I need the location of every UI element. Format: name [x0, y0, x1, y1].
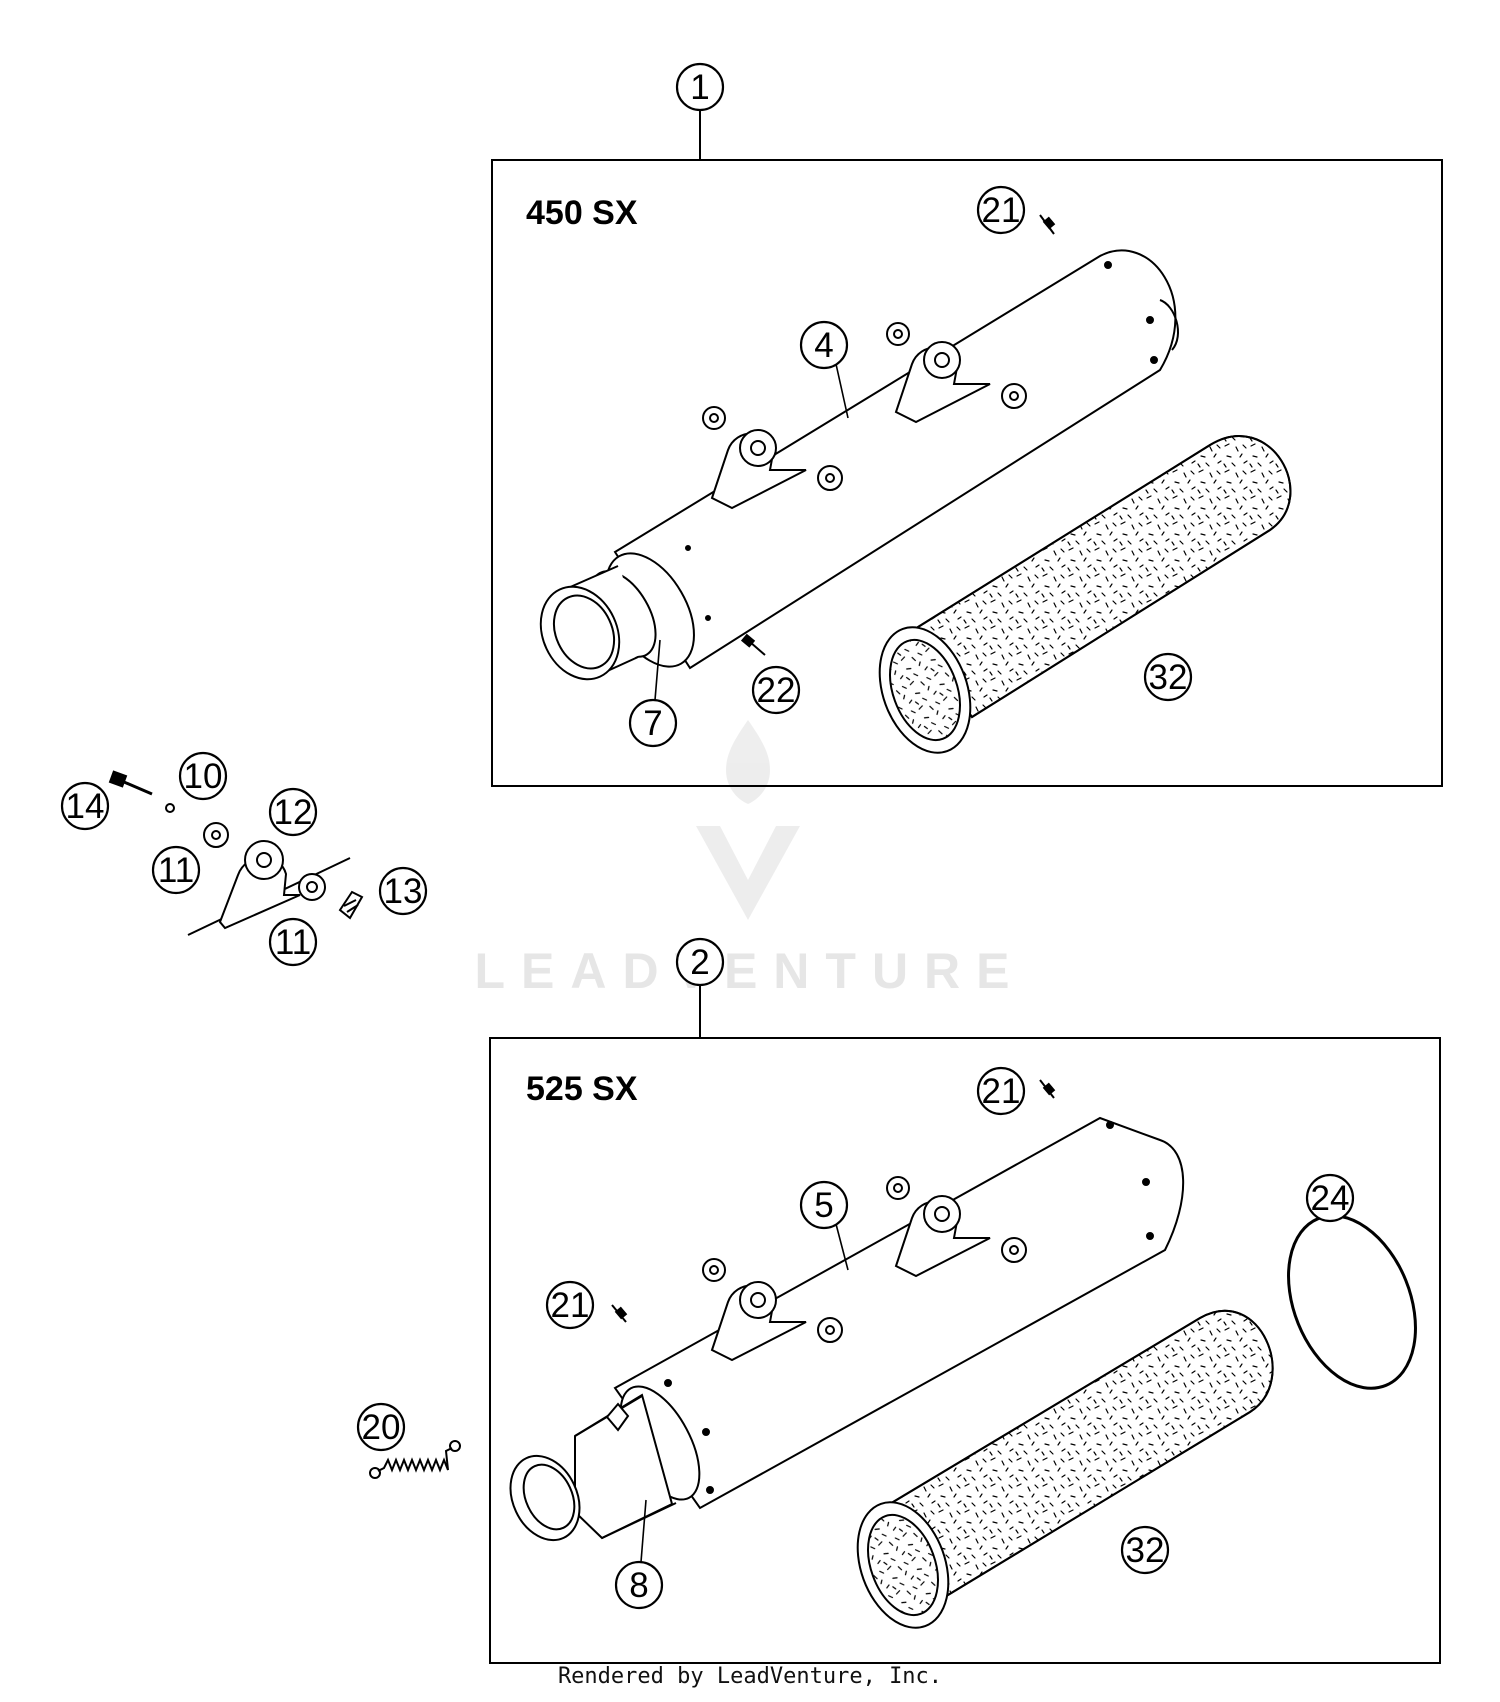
callout-muffler-525sx[interactable]: 5	[799, 1180, 849, 1230]
model-label-525sx: 525 SX	[526, 1070, 638, 1108]
assembly-1: 1 450 SX	[491, 62, 1443, 787]
callout-bolt[interactable]: 14	[60, 781, 110, 831]
packing-insert-525sx[interactable]	[841, 1309, 1274, 1641]
mounting-bracket-front-450sx	[702, 406, 843, 510]
svg-text:32: 32	[1126, 1531, 1165, 1570]
callout-washer-rear[interactable]: 11	[268, 917, 318, 967]
spring-part	[369, 1440, 461, 1479]
svg-text:14: 14	[66, 787, 105, 826]
callout-assembly-2[interactable]: 2	[675, 937, 725, 987]
muffler-body-450sx[interactable]	[526, 249, 1179, 692]
muffler-body-525sx[interactable]	[497, 1116, 1185, 1551]
rivet-bottom-450sx	[740, 633, 766, 656]
svg-text:13: 13	[384, 872, 423, 911]
bolt-part	[108, 770, 153, 796]
svg-text:12: 12	[274, 793, 313, 832]
callout-insert-450sx[interactable]: 32	[1143, 652, 1193, 702]
rivet-side-525sx	[611, 1304, 628, 1323]
svg-text:21: 21	[982, 191, 1021, 230]
callout-rivet-top-450sx[interactable]: 21	[976, 185, 1026, 235]
svg-text:10: 10	[184, 757, 223, 796]
callout-rivet-bottom-450sx[interactable]: 22	[751, 665, 801, 715]
washer-rear-part	[298, 873, 326, 901]
svg-text:2: 2	[690, 943, 709, 982]
svg-text:7: 7	[643, 704, 662, 743]
svg-text:8: 8	[629, 1566, 648, 1605]
callout-clip[interactable]: 13	[378, 866, 428, 916]
assembly-2: 2 525 SX	[356, 937, 1441, 1664]
v-logo-icon	[696, 826, 800, 920]
svg-text:22: 22	[757, 671, 796, 710]
svg-text:11: 11	[275, 923, 311, 962]
callout-assembly-1[interactable]: 1	[675, 62, 725, 112]
callout-rivet-side-525sx[interactable]: 21	[545, 1280, 595, 1330]
callout-insert-525sx[interactable]: 32	[1120, 1525, 1170, 1575]
callout-o-ring[interactable]: 24	[1305, 1173, 1355, 1223]
svg-text:24: 24	[1311, 1179, 1350, 1218]
callout-end-cap-450sx[interactable]: 7	[628, 698, 678, 748]
svg-text:21: 21	[982, 1072, 1021, 1111]
watermark-text: LEADVENTURE	[474, 943, 1025, 999]
o-ring-part[interactable]	[1265, 1197, 1440, 1407]
callout-washer-front[interactable]: 11	[151, 845, 201, 895]
callout-bushing[interactable]: 12	[268, 787, 318, 837]
callout-rivet-top-525sx[interactable]: 21	[976, 1066, 1026, 1116]
callout-muffler-450sx[interactable]: 4	[799, 320, 849, 370]
rivet-top-450sx	[1039, 214, 1056, 235]
svg-text:32: 32	[1149, 658, 1188, 697]
svg-text:21: 21	[551, 1286, 590, 1325]
svg-text:1: 1	[690, 68, 709, 107]
svg-text:4: 4	[814, 326, 833, 365]
footer-credit: Rendered by LeadVenture, Inc.	[557, 1664, 943, 1689]
mounting-bracket-rear-450sx	[886, 322, 1027, 424]
packing-insert-450sx[interactable]	[863, 435, 1292, 765]
clip-part	[338, 890, 364, 920]
svg-text:20: 20	[362, 1408, 401, 1447]
flame-logo-icon	[726, 720, 770, 804]
svg-text:11: 11	[158, 851, 194, 890]
rivet-top-525sx	[1039, 1079, 1056, 1099]
svg-text:5: 5	[814, 1186, 833, 1225]
watermark: LEADVENTURE	[474, 720, 1025, 999]
model-label-450sx: 450 SX	[526, 194, 638, 232]
callout-spring[interactable]: 20	[356, 1402, 406, 1452]
mounting-bracket-front-525sx	[702, 1258, 843, 1362]
washer-front-part	[203, 822, 229, 848]
assembly-2-frame	[489, 1037, 1441, 1664]
assembly-1-frame	[491, 159, 1443, 787]
bracket-detail	[187, 840, 351, 936]
small-washer-part	[165, 803, 175, 813]
mounting-bracket-rear-525sx	[886, 1176, 1027, 1278]
callout-small-washer[interactable]: 10	[178, 751, 228, 801]
mounting-hardware-kit: 14 10 12 11 11 13	[60, 751, 428, 967]
callout-end-cap-525sx[interactable]: 8	[614, 1560, 664, 1610]
